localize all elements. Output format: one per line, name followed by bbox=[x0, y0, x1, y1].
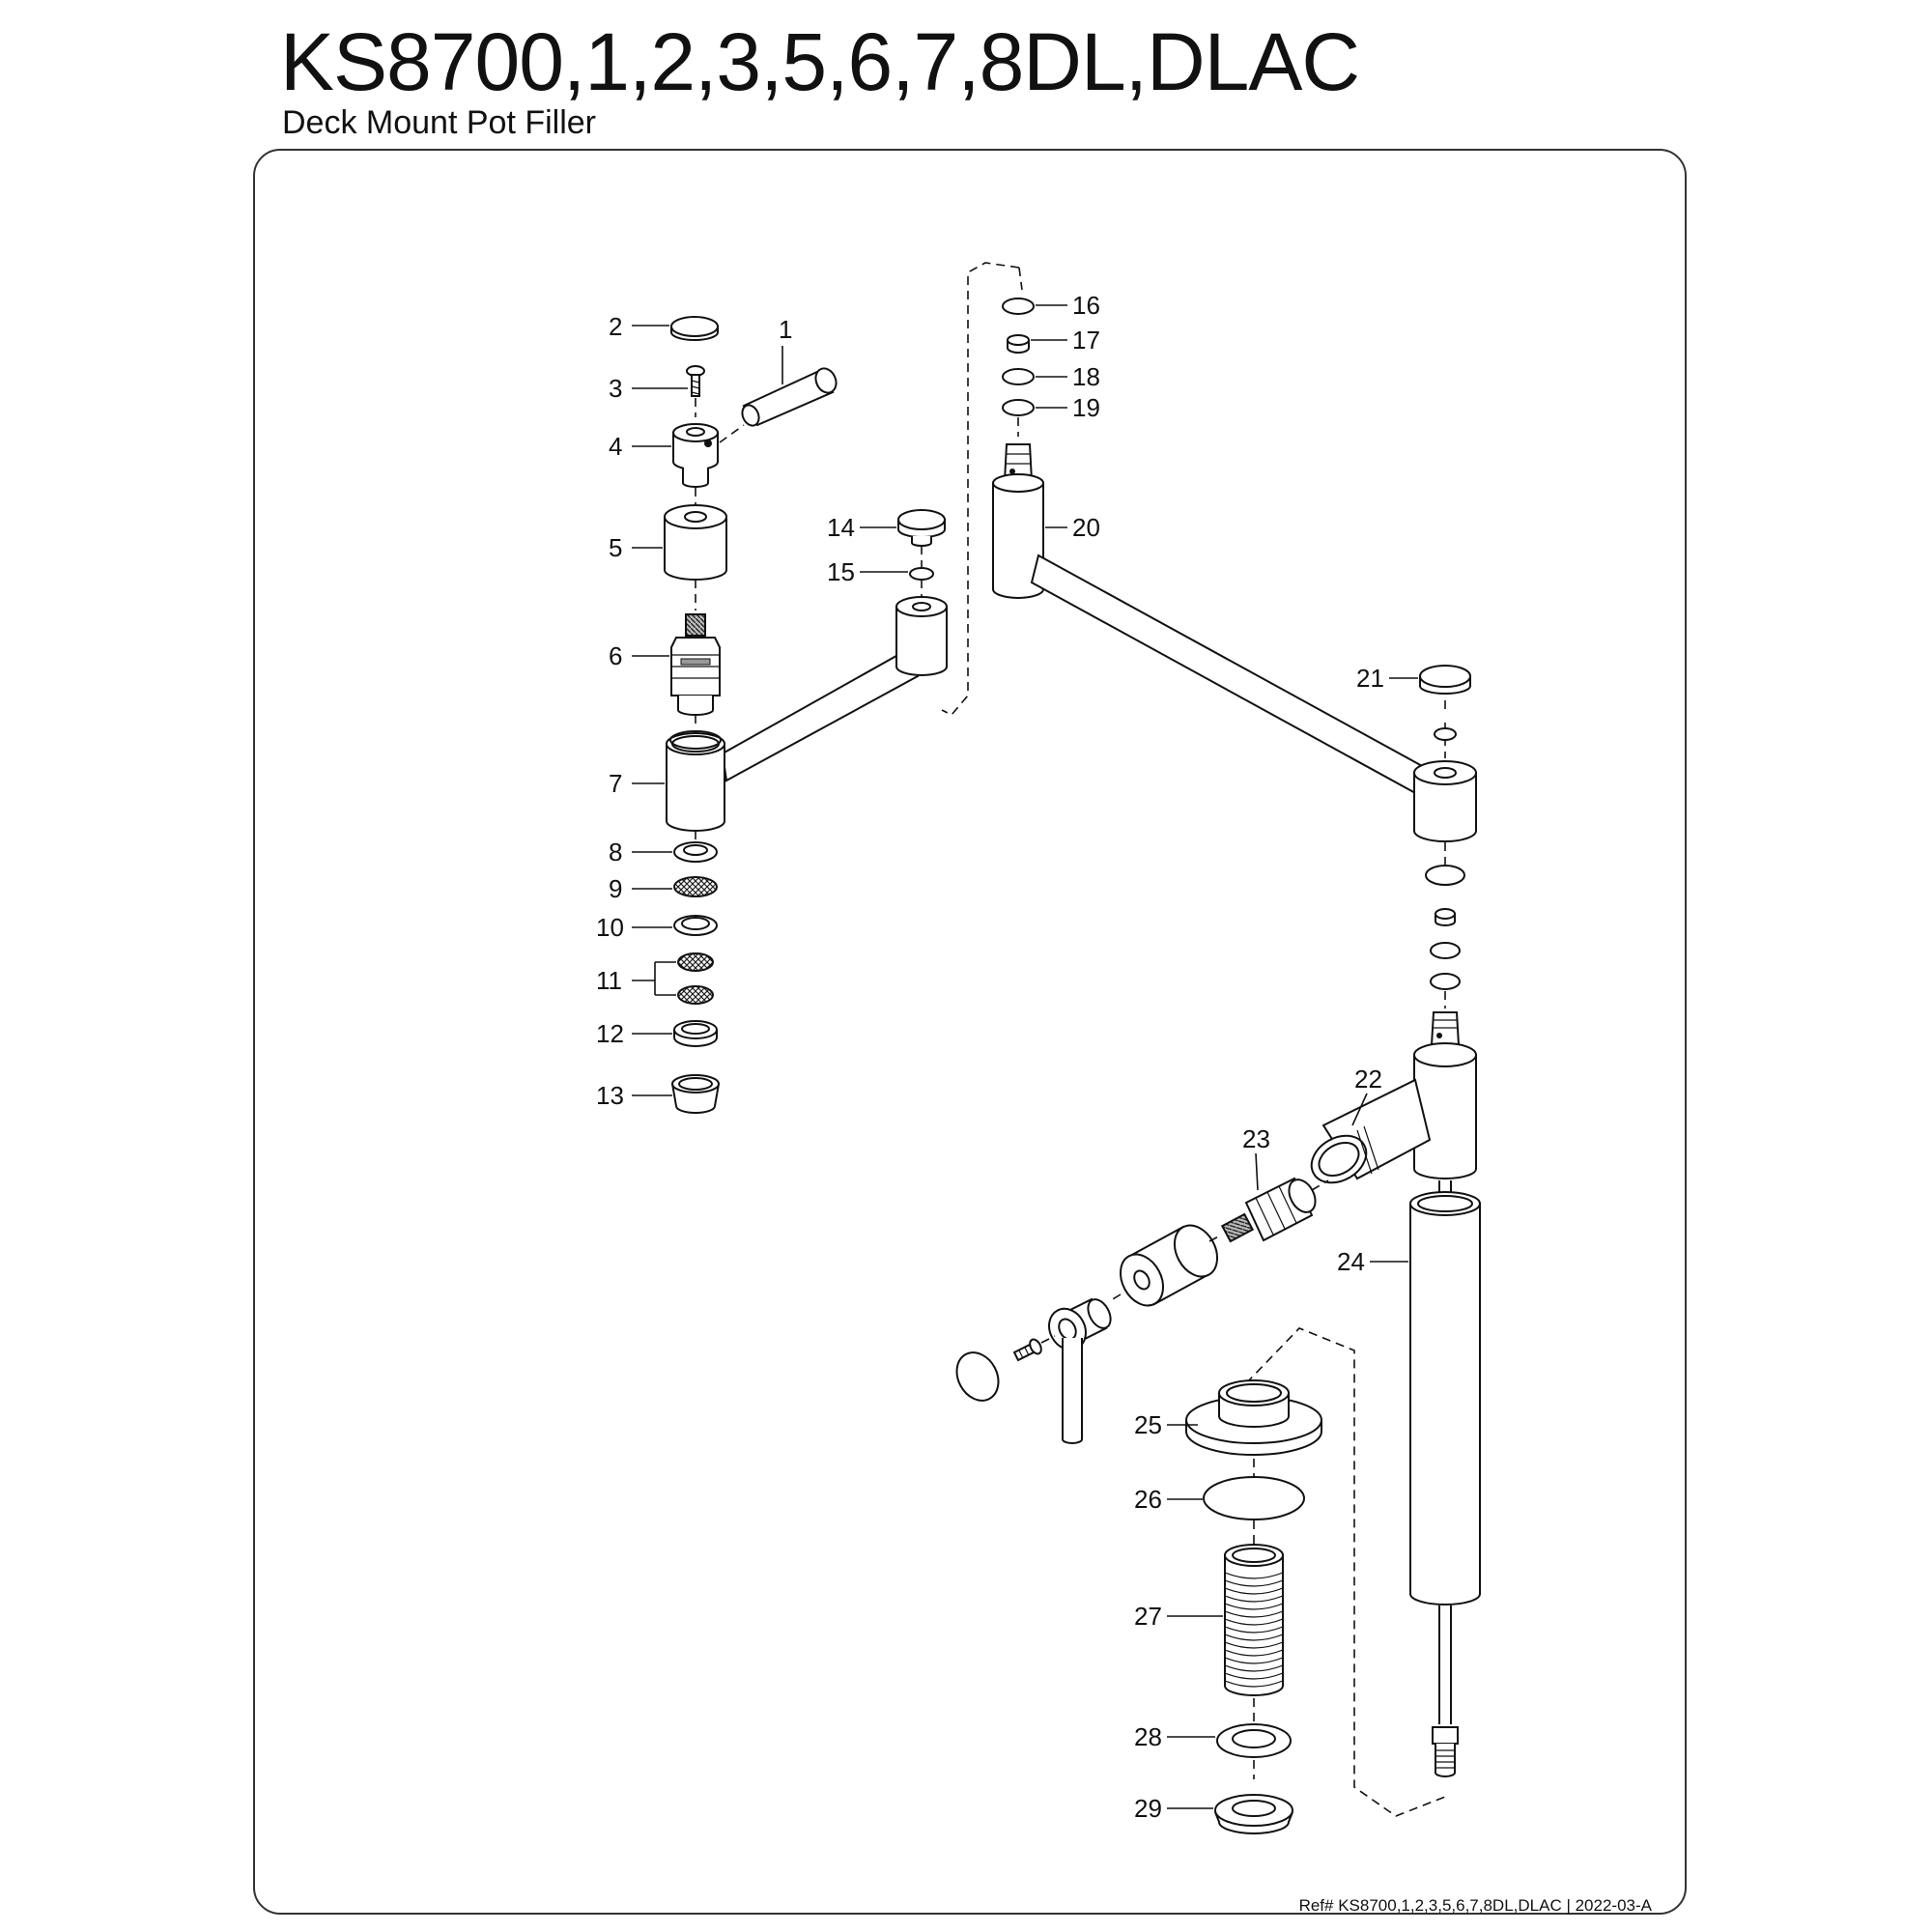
right-oring bbox=[1425, 865, 1465, 886]
part-21-cap bbox=[1419, 665, 1471, 695]
part-label: 27 bbox=[1134, 1602, 1162, 1631]
part-29-nut bbox=[1214, 1794, 1293, 1834]
right-washer-b bbox=[1430, 973, 1461, 990]
part-label: 1 bbox=[779, 315, 792, 344]
part-10-ring bbox=[673, 915, 718, 936]
part-label: 19 bbox=[1072, 393, 1100, 422]
leader-lines bbox=[632, 304, 1418, 1809]
part-12-ring bbox=[673, 1020, 718, 1047]
part-21-washer bbox=[1434, 727, 1457, 741]
right-elbow-joint bbox=[1413, 760, 1477, 842]
part-22-valve-body bbox=[1310, 1042, 1477, 1184]
part-27-threaded-shank bbox=[1224, 1544, 1284, 1696]
part-label: 15 bbox=[827, 557, 855, 586]
part-label: 8 bbox=[609, 838, 622, 867]
valve-handle-cap bbox=[955, 1351, 1000, 1402]
right-washer-a bbox=[1430, 942, 1461, 959]
part-labels: 1 2 3 4 5 6 7 8 9 10 11 12 13 14 15 16 1… bbox=[596, 291, 1384, 1823]
part-6-cartridge bbox=[670, 613, 721, 716]
part-label: 6 bbox=[609, 641, 622, 670]
part-1-lever bbox=[741, 367, 838, 427]
part-5-sleeve bbox=[664, 504, 727, 581]
valve-handle-sleeve bbox=[1119, 1224, 1219, 1307]
part-2-cap bbox=[670, 316, 719, 341]
valve-handle-screw bbox=[1012, 1338, 1042, 1362]
part-label: 16 bbox=[1072, 291, 1100, 320]
valve-handle-hub bbox=[1048, 1297, 1112, 1351]
part-11-mesh-screens bbox=[677, 952, 714, 1005]
part-label: 26 bbox=[1134, 1485, 1162, 1514]
part-14-cap bbox=[897, 509, 946, 547]
part-label: 10 bbox=[596, 913, 624, 942]
part-18-washer bbox=[1002, 368, 1035, 385]
part-9-screen bbox=[673, 876, 718, 897]
part-16-oring bbox=[1002, 298, 1035, 315]
right-valve-insert bbox=[1430, 1011, 1461, 1046]
part-label: 9 bbox=[609, 874, 622, 903]
part-label: 22 bbox=[1354, 1065, 1382, 1094]
part-label: 28 bbox=[1134, 1722, 1162, 1751]
reference-number: Ref# KS8700,1,2,3,5,6,7,8DL,DLAC | 2022-… bbox=[1298, 1896, 1652, 1915]
part-label: 5 bbox=[609, 533, 622, 562]
part-label: 12 bbox=[596, 1019, 624, 1048]
valve-handle-lever bbox=[1062, 1338, 1083, 1444]
part-17-bushing bbox=[1007, 334, 1030, 354]
part-15-washer bbox=[909, 567, 934, 581]
part-label: 3 bbox=[609, 374, 622, 403]
part-label: 11 bbox=[596, 966, 622, 995]
part-label: 25 bbox=[1134, 1410, 1162, 1439]
part-label: 14 bbox=[827, 513, 855, 542]
part-label: 18 bbox=[1072, 362, 1100, 391]
part-24-riser bbox=[1409, 1180, 1481, 1777]
part-20-upper-arm bbox=[992, 443, 1436, 802]
part-label: 21 bbox=[1356, 664, 1384, 693]
part-26-gasket bbox=[1203, 1476, 1305, 1520]
diagram-subtitle: Deck Mount Pot Filler bbox=[282, 104, 596, 141]
part-13-aerator bbox=[671, 1074, 720, 1114]
part-label: 13 bbox=[596, 1081, 624, 1110]
diagram-frame bbox=[253, 149, 1687, 1915]
part-19-washer bbox=[1002, 399, 1035, 416]
right-bushing bbox=[1435, 908, 1456, 926]
part-3-screw bbox=[686, 365, 705, 397]
part-7-spout-body bbox=[666, 596, 948, 832]
part-label: 20 bbox=[1072, 513, 1100, 542]
part-4-handle-hub bbox=[672, 423, 719, 488]
part-label: 4 bbox=[609, 432, 622, 461]
part-23-cartridge bbox=[1220, 1177, 1317, 1243]
part-label: 23 bbox=[1242, 1124, 1270, 1153]
part-28-washer bbox=[1216, 1723, 1292, 1758]
part-label: 17 bbox=[1072, 326, 1100, 355]
part-label: 2 bbox=[609, 312, 622, 341]
part-label: 29 bbox=[1134, 1794, 1162, 1823]
part-8-washer bbox=[673, 841, 718, 863]
part-label: 24 bbox=[1337, 1247, 1365, 1276]
diagram-title: KS8700,1,2,3,5,6,7,8DL,DLAC bbox=[280, 16, 1360, 107]
part-label: 7 bbox=[609, 769, 622, 798]
part-25-flange bbox=[1185, 1379, 1322, 1456]
